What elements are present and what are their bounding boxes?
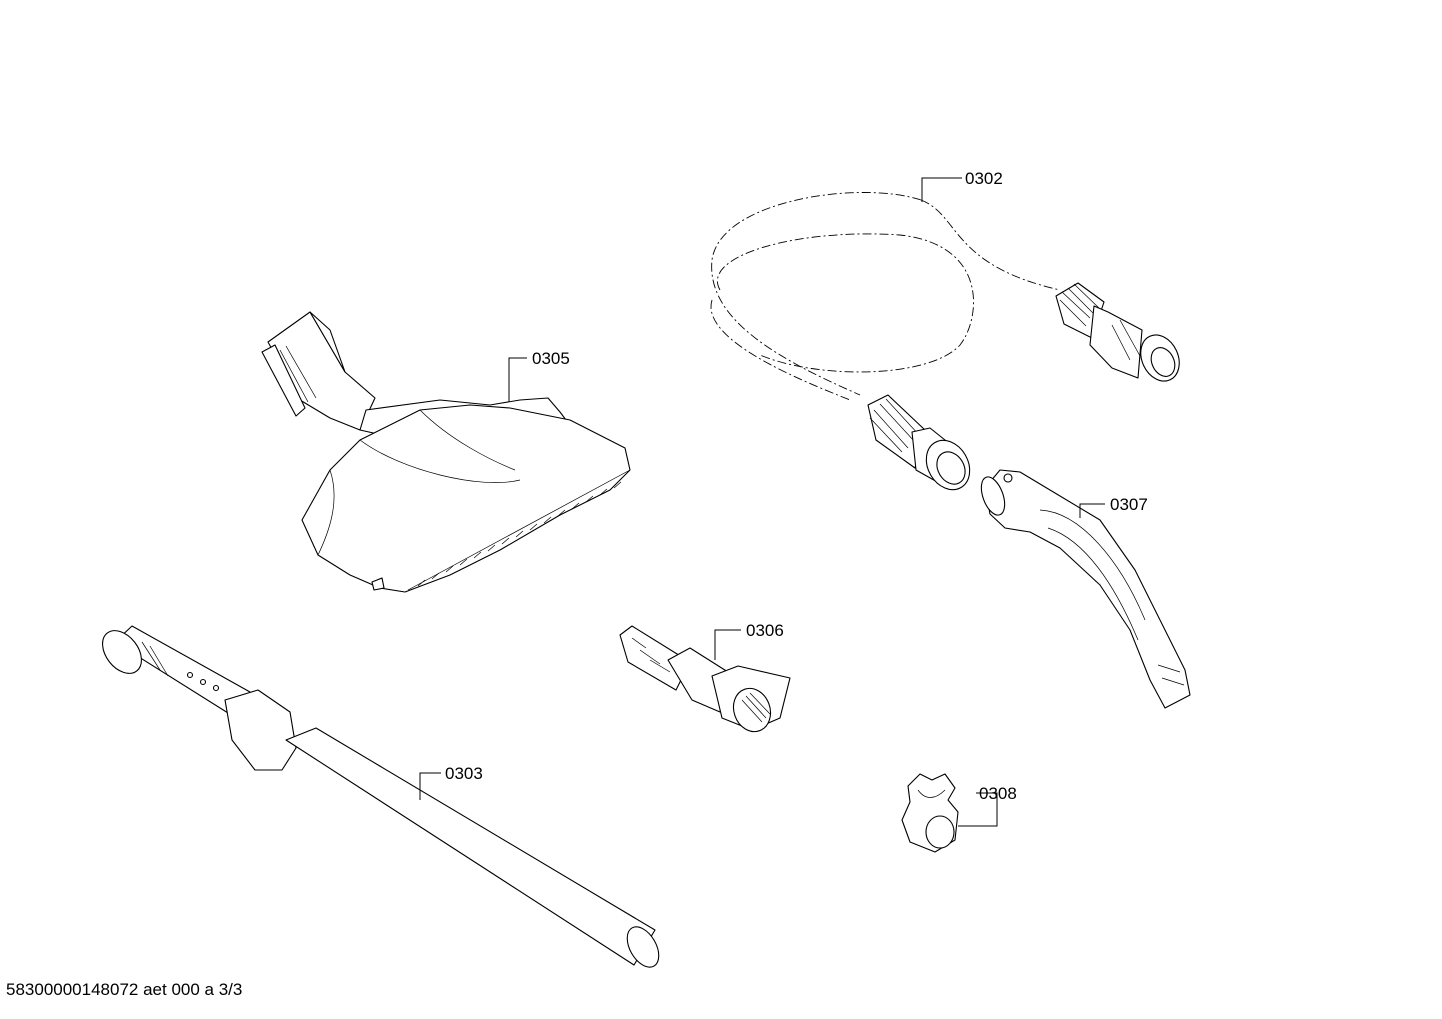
tube-part-0303: 0303 xyxy=(102,625,660,968)
label-0302: 0302 xyxy=(965,169,1003,188)
document-footer: 58300000148072 aet 000 a 3/3 xyxy=(6,980,243,999)
hose-part-0302 xyxy=(710,192,1180,491)
label-0305: 0305 xyxy=(532,349,570,368)
hose-lower-end xyxy=(867,394,971,491)
label-0306: 0306 xyxy=(746,621,784,640)
floor-nozzle-part-0305: 0305 xyxy=(261,311,631,593)
leader-0302 xyxy=(921,177,962,202)
label-0307: 0307 xyxy=(1110,495,1148,514)
handle-part-0307: 0307 xyxy=(980,469,1191,709)
clip-part-0308: 0308 xyxy=(901,773,1017,853)
crevice-nozzle-part-0306: 0306 xyxy=(619,621,791,733)
label-0308: 0308 xyxy=(979,784,1017,803)
hose-upper-end xyxy=(1055,282,1180,382)
label-0303: 0303 xyxy=(445,764,483,783)
